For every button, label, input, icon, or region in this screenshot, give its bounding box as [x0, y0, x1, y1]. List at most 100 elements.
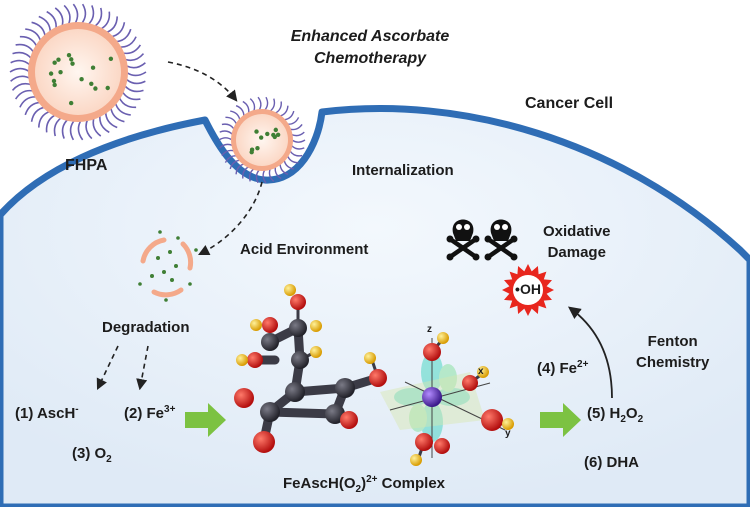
polymer-chain: [125, 77, 146, 85]
polymer-chain: [230, 110, 241, 120]
oxidative-damage-label: Oxidative Damage: [543, 221, 611, 263]
complex-prefix: FeAscH(O: [283, 475, 356, 492]
drug-dot: [272, 134, 277, 140]
polymer-chain: [46, 10, 57, 30]
polymer-chain: [12, 51, 33, 60]
drug-dot: [51, 78, 57, 84]
polymer-chain: [283, 160, 294, 170]
polymer-chain: [275, 101, 282, 114]
complex-label: FeAscH(O2)2+ Complex: [283, 474, 445, 495]
polymer-chain: [279, 105, 289, 117]
product-h2o2-text: (5) H: [587, 405, 621, 422]
complex-sub: 2: [355, 484, 362, 495]
polymer-chain: [235, 163, 245, 175]
polymer-chain: [19, 96, 38, 108]
polymer-chain: [225, 116, 238, 125]
fenton-line-1: Fenton: [647, 333, 698, 350]
product-fe2-text: (4) Fe: [537, 360, 578, 377]
polymer-chain: [93, 7, 103, 28]
green-arrow-left: [185, 403, 226, 437]
complex-sup: 2+: [366, 474, 378, 485]
polymer-chain: [125, 62, 146, 69]
arrow-to-asch: [96, 345, 119, 391]
polymer-chain: [25, 28, 42, 42]
polymer-chain: [255, 169, 260, 184]
complex-suffix: Complex: [377, 475, 446, 492]
polymer-chain: [125, 71, 147, 77]
polymer-chain: [9, 67, 31, 73]
polymer-chain: [69, 119, 76, 141]
feasch-complex-molecule: [234, 284, 514, 466]
drug-dot: [69, 57, 74, 62]
polymer-chain: [249, 98, 256, 112]
product-o2-text: (3) O: [72, 445, 107, 462]
product-dha: (6) DHA: [584, 454, 639, 471]
drug-dot: [108, 56, 114, 61]
arrow-to-cell: [167, 61, 238, 102]
drug-dot: [58, 69, 63, 75]
polymer-chain: [290, 145, 305, 150]
polymer-chain: [219, 143, 233, 149]
polymer-chain: [104, 111, 118, 129]
fhpa-label: FHPA: [65, 157, 108, 174]
polymer-chain: [77, 119, 84, 141]
product-o2-sub: 2: [106, 454, 112, 465]
polymer-chain: [123, 84, 144, 93]
cancer-cell-label: Cancer Cell: [525, 95, 614, 112]
polymer-chain: [115, 28, 132, 43]
polymer-chain: [123, 53, 145, 62]
polymer-chain: [279, 163, 289, 175]
axis-x-label: x: [478, 366, 484, 377]
polymer-chain: [242, 100, 250, 114]
polymer-chain: [287, 117, 300, 125]
drug-dot: [52, 60, 57, 65]
polymer-chain: [105, 16, 119, 34]
polymer-chain: [10, 75, 31, 82]
polymer-chain: [114, 102, 131, 116]
product-o2: (3) O2: [72, 445, 112, 465]
drug-dot: [258, 135, 264, 140]
drug-dot: [52, 82, 57, 88]
polymer-chain: [224, 155, 237, 163]
product-fe3-sup: 3+: [164, 404, 176, 415]
polymer-chain: [248, 168, 255, 182]
polymer-chain: [15, 43, 35, 54]
figure-title: Enhanced Ascorbate Chemotherapy: [265, 26, 475, 70]
polymer-chain: [10, 59, 32, 67]
polymer-chain: [257, 96, 262, 111]
polymer-chain: [72, 3, 79, 25]
product-fe3-text: (2) Fe: [124, 405, 165, 422]
product-h2o2-sub1: 2: [620, 414, 626, 425]
polymer-chain: [242, 166, 249, 179]
degraded-nanoparticle: [138, 230, 198, 302]
oxidative-line-2: Damage: [547, 244, 606, 261]
product-h2o2: (5) H2O2: [587, 405, 643, 425]
polymer-chain: [118, 36, 137, 48]
axis-y-label: y: [505, 428, 511, 439]
polymer-chain: [291, 131, 305, 137]
product-fe3: (2) Fe3+: [124, 404, 175, 422]
product-h2o2-sub2: 2: [637, 414, 644, 425]
polymer-chain: [289, 124, 303, 131]
title-line-1: Enhanced Ascorbate: [290, 28, 450, 45]
arrow-to-degradation: [197, 181, 263, 256]
polymer-chain: [37, 110, 51, 128]
internalization-label: Internalization: [352, 162, 454, 179]
product-h2o2-mid: O: [625, 405, 638, 422]
cancer-cell-membrane: [0, 105, 750, 507]
polymer-chain: [110, 22, 126, 38]
axis-z-label: z: [427, 324, 432, 335]
arrow-fenton: [567, 306, 613, 399]
polymer-chain: [30, 106, 46, 122]
polymer-chain: [235, 105, 245, 117]
drug-dot: [90, 65, 96, 70]
drug-dot: [56, 57, 61, 62]
product-fe2: (4) Fe2+: [537, 359, 588, 377]
drug-dot: [265, 131, 270, 137]
polymer-chain: [269, 98, 276, 112]
polymer-chain: [53, 116, 63, 137]
polymer-chain: [219, 130, 234, 135]
fenton-line-2: Chemistry: [636, 354, 710, 371]
